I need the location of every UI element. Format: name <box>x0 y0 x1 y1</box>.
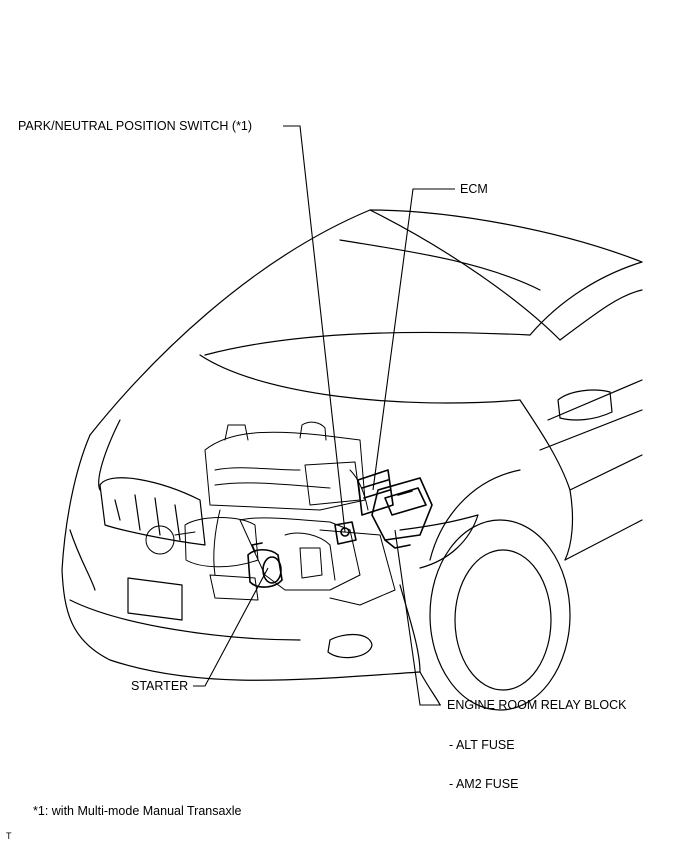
label-starter: STARTER <box>131 679 189 693</box>
label-engine-room-relay-block: ENGINE ROOM RELAY BLOCK <box>447 698 627 712</box>
label-park-neutral-position-switch: PARK/NEUTRAL POSITION SWITCH (*1) <box>18 119 253 133</box>
label-ecm: ECM <box>460 182 488 196</box>
label-alt-fuse: - ALT FUSE <box>449 738 515 752</box>
starter-motor-component <box>247 542 283 588</box>
relay-block-component <box>371 477 433 549</box>
engine-assembly <box>145 421 396 606</box>
label-am2-fuse: - AM2 FUSE <box>449 777 519 791</box>
corner-mark: T <box>6 831 12 841</box>
footnote: *1: with Multi-mode Manual Transaxle <box>33 804 242 818</box>
car-body-outline <box>61 209 643 711</box>
leader-lines <box>193 125 455 706</box>
